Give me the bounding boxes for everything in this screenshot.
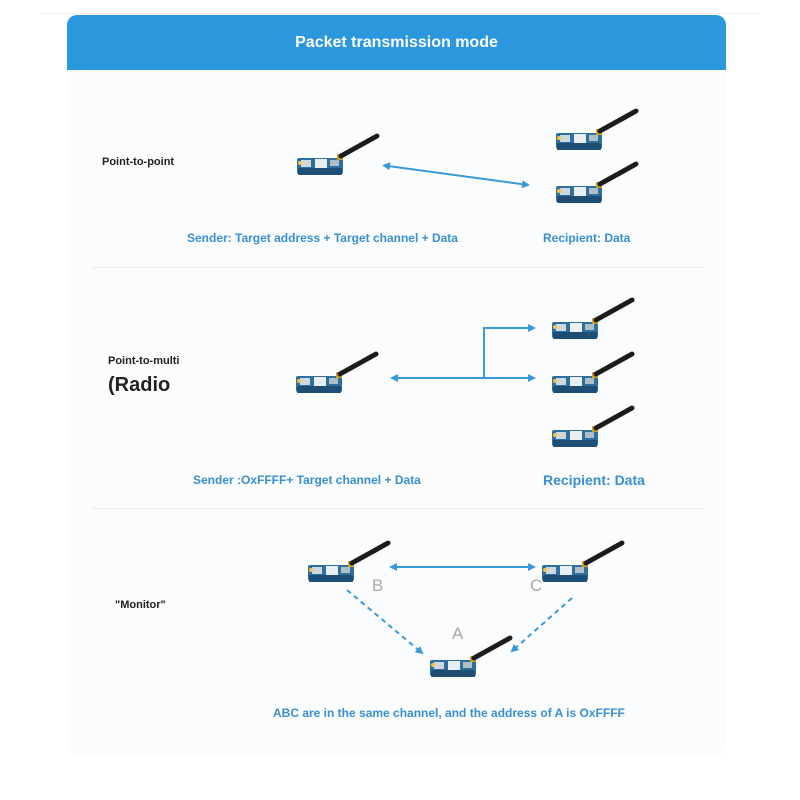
node-label-a: A [452, 624, 464, 643]
mode-sublabel-radio: (Radio [108, 374, 171, 396]
lora-module-icon [552, 300, 632, 339]
mode-label-point-to-multi: Point-to-multi [108, 355, 180, 367]
recipient-caption-point-to-point: Recipient: Data [543, 231, 631, 245]
dashed-arrow-icon [510, 597, 573, 653]
mode-label-monitor: "Monitor" [115, 599, 166, 611]
lora-module-icon [297, 136, 377, 175]
node-label-c: C [530, 576, 543, 595]
double-arrow-icon [382, 162, 530, 189]
recipient-caption-point-to-multi: Recipient: Data [543, 472, 645, 488]
lora-module-icon [308, 543, 388, 582]
sender-caption-point-to-multi: Sender :OxFFFF+ Target channel + Data [193, 473, 421, 487]
top-rule [40, 13, 760, 14]
section-divider [93, 508, 703, 509]
section-divider [93, 267, 703, 268]
lora-module-icon [552, 408, 632, 447]
lora-module-icon [296, 354, 376, 393]
mode-label-point-to-point: Point-to-point [102, 156, 175, 168]
node-label-b: B [372, 576, 384, 595]
lora-module-icon [542, 543, 622, 582]
monitor-caption: ABC are in the same channel, and the add… [273, 706, 625, 720]
lora-module-icon [430, 638, 510, 677]
lora-module-icon [556, 164, 636, 203]
sender-caption-point-to-point: Sender: Target address + Target channel … [187, 231, 458, 245]
header-banner: Packet transmission mode [67, 15, 726, 70]
dashed-arrow-icon [346, 589, 424, 655]
lora-module-icon [552, 354, 632, 393]
page-title: Packet transmission mode [295, 33, 498, 51]
lora-module-icon [556, 111, 636, 150]
